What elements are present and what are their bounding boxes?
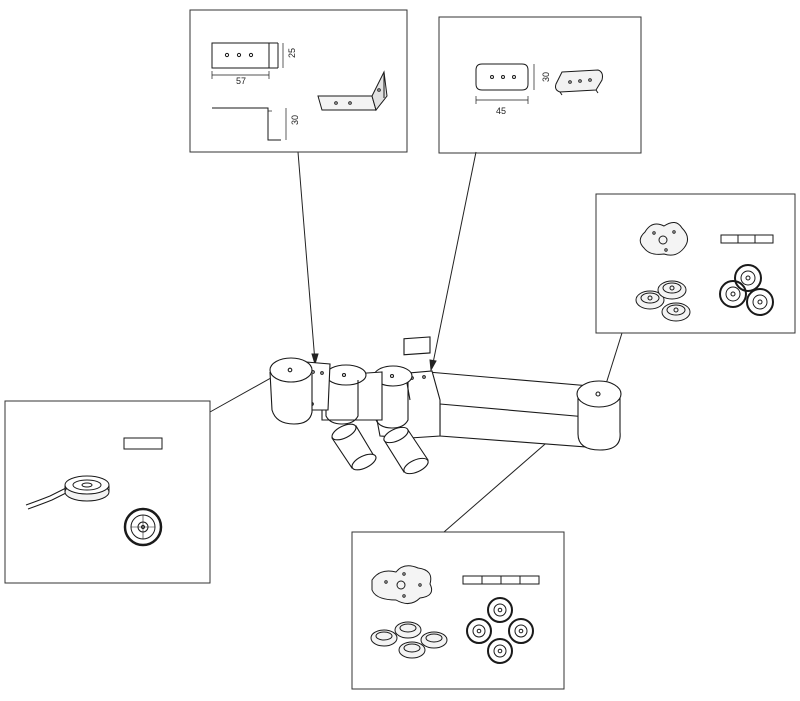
- triple-strip: [720, 234, 774, 244]
- single-iso-spot: [25, 475, 110, 510]
- middle-connector: [373, 336, 441, 439]
- spotlight-right: [383, 426, 429, 475]
- leader-bracket-arrow: [311, 353, 319, 366]
- quad-strip: [462, 575, 540, 585]
- quad-spot-detail-box: [351, 531, 565, 690]
- quad-plate: [371, 565, 433, 604]
- right-end-cap: [576, 380, 622, 451]
- plate-front-view: [475, 63, 529, 91]
- plate-height-label: 30: [541, 72, 551, 82]
- leader-plate-arrow: [429, 359, 437, 372]
- leader-single: [209, 373, 279, 413]
- quad-iso-cluster: [370, 621, 448, 659]
- bracket-height-label: 25: [287, 48, 297, 58]
- bracket-width-label: 57: [236, 76, 246, 86]
- bracket-depth-label: 30: [290, 115, 300, 125]
- leader-bracket: [297, 151, 316, 363]
- triple-spot-detail-box: [595, 193, 796, 334]
- bracket-side-view: [212, 107, 287, 141]
- main-assembly: [269, 336, 622, 475]
- bracket-detail-box: 57 25 30: [189, 9, 408, 153]
- quad-spot-frame: [351, 531, 565, 690]
- track-bar: [427, 371, 601, 449]
- bracket-detail-frame: [189, 9, 408, 153]
- triple-iso-cluster: [635, 280, 691, 322]
- bracket-iso-view: [317, 70, 388, 112]
- left-middle-joint: [321, 364, 383, 425]
- plate-detail-frame: [438, 16, 642, 154]
- bracket-front-view: [211, 42, 284, 79]
- plate-detail-box: 45 30: [438, 16, 642, 154]
- single-strip: [123, 437, 163, 450]
- plate-width-label: 45: [496, 106, 506, 116]
- quad-front-cluster: [466, 597, 534, 664]
- triple-front-cluster: [719, 264, 774, 316]
- triple-spot-frame: [595, 193, 796, 334]
- single-spot-detail-box: [4, 400, 211, 584]
- leader-plate: [431, 151, 477, 369]
- left-end-cap: [269, 357, 313, 425]
- tri-lobe-plate: [639, 222, 688, 256]
- leader-triple: [605, 332, 623, 385]
- single-spot-frame: [4, 400, 211, 584]
- single-front-spot: [123, 507, 163, 547]
- spotlight-left: [331, 423, 377, 471]
